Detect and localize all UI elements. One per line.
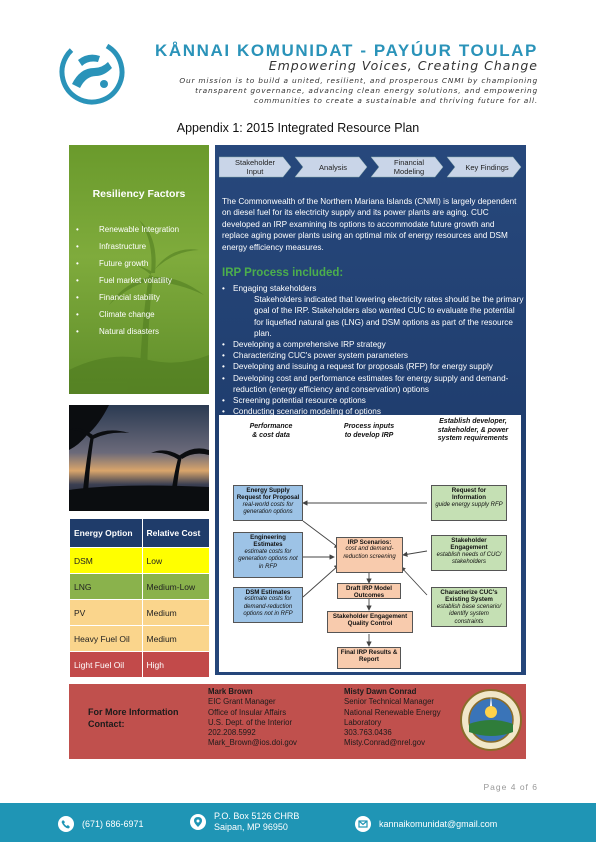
organization-logo (59, 39, 125, 105)
page-number: Page 4 of 6 (483, 782, 538, 792)
step-key-findings: Key Findings (465, 163, 509, 172)
contact-misty-conrad: Misty Dawn Conrad Senior Technical Manag… (344, 687, 441, 748)
energy-cost-table: Energy Option Relative Cost DSM Low LNG … (69, 518, 211, 678)
intro-paragraph: The Commonwealth of the Northern Mariana… (222, 197, 517, 252)
process-steps-chevrons (219, 156, 522, 178)
table-row: Light Fuel Oil High (69, 651, 211, 678)
list-item: Fuel market volatility (76, 276, 179, 293)
table-row: PV Medium (69, 599, 211, 626)
mission-statement: Our mission is to build a united, resili… (179, 76, 538, 105)
box-final-irp-report: Final IRP Results & Report (337, 647, 401, 669)
government-seal (460, 689, 522, 751)
list-item: Renewable Integration (76, 225, 179, 242)
irp-process-list: Engaging stakeholders Stakeholders indic… (222, 283, 524, 418)
phone-icon (58, 816, 74, 832)
list-item: Future growth (76, 259, 179, 276)
list-item: Developing cost and performance estimate… (222, 373, 524, 395)
list-item-detail: Stakeholders indicated that lowering ele… (254, 295, 524, 338)
table-header: Relative Cost (141, 518, 211, 548)
contact-label: For More Information Contact: (88, 707, 179, 729)
list-item: Financial stability (76, 293, 179, 310)
box-quality-control: Stakeholder Engagement Quality Control (327, 611, 413, 633)
list-item: Climate change (76, 310, 179, 327)
list-item: Characterizing CUC's power system parame… (222, 350, 524, 361)
table-row: Heavy Fuel Oil Medium (69, 625, 211, 652)
page-title: Appendix 1: 2015 Integrated Resource Pla… (176, 121, 420, 135)
list-item: Engaging stakeholders (222, 283, 524, 294)
resiliency-list: Renewable Integration Infrastructure Fut… (76, 225, 179, 344)
footer-phone[interactable]: (671) 686-6971 (58, 816, 144, 832)
contact-mark-brown: Mark Brown EIC Grant Manager Office of I… (208, 687, 297, 748)
resiliency-factors-panel: Resiliency Factors Renewable Integration… (69, 145, 209, 394)
list-item: Developing a comprehensive IRP strategy (222, 339, 524, 350)
resiliency-title: Resiliency Factors (92, 188, 186, 200)
list-item: Screening potential resource options (222, 395, 524, 406)
email-link[interactable]: Misty.Conrad@nrel.gov (344, 738, 426, 748)
tagline: Empowering Voices, Creating Change (268, 58, 538, 73)
box-draft-irp-outcomes: Draft IRP Model Outcomes (337, 583, 401, 599)
box-irp-scenarios: IRP Scenarios:cost and demand-reduction … (336, 537, 403, 573)
email-link[interactable]: Mark_Brown@ios.doi.gov (208, 738, 297, 748)
column-heading-requirements: Establish developer,stakeholder, & power… (437, 418, 509, 442)
irp-heading: IRP Process included: (222, 267, 344, 279)
email-icon (355, 816, 371, 832)
organization-name: KÅNNAI KOMUNIDAT - PAYÚUR TOULAP (154, 41, 538, 60)
location-pin-icon (190, 814, 206, 830)
footer-email[interactable]: kannaikomunidat@gmail.com (355, 816, 497, 832)
contact-section: For More Information Contact: Mark Brown… (69, 684, 526, 759)
column-heading-performance: Performance& cost data (249, 423, 293, 439)
table-row: DSM Low (69, 547, 211, 574)
list-item: Conducting scenario modeling of options (222, 406, 524, 417)
list-item: Natural disasters (76, 327, 179, 344)
list-item: Infrastructure (76, 242, 179, 259)
table-row: LNG Medium-Low (69, 573, 211, 600)
table-header: Energy Option (69, 518, 143, 548)
sunset-photo (69, 405, 209, 511)
list-item: Developing and issuing a request for pro… (222, 361, 524, 372)
step-analysis: Analysis (319, 163, 347, 172)
flowchart-arrows (302, 500, 428, 647)
